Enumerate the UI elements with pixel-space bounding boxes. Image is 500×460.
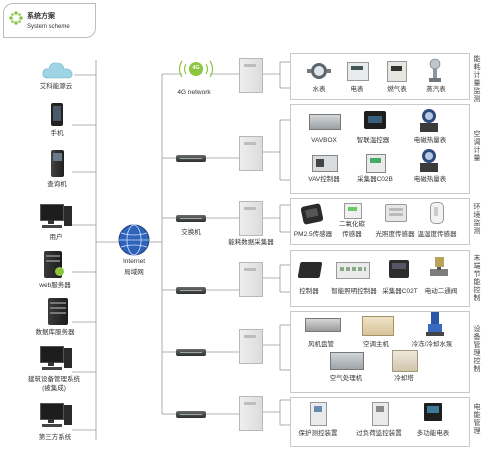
node-bms-sublabel: (被集成) <box>42 385 66 392</box>
switch-label: 交换机 <box>181 229 201 236</box>
thermostat-icon <box>364 111 386 129</box>
switch-device-4 <box>176 349 206 356</box>
device-heat-meter-1: 电磁热量表 <box>413 137 447 144</box>
device-collector-co2t: 采集器C02T <box>382 288 418 295</box>
device-vav-controller: VAV控制器 <box>308 176 340 183</box>
wireless-icon <box>178 60 214 78</box>
lighting-controller-icon <box>336 262 370 279</box>
section-title-energy: 能耗计量监测 <box>473 55 480 103</box>
cloud-icon <box>42 62 73 79</box>
device-co2-line2: 传感器 <box>342 231 362 238</box>
water-meter-icon <box>307 63 331 79</box>
overload-monitor-icon <box>372 402 389 426</box>
node-phone-label: 手机 <box>50 130 64 137</box>
fan-coil-icon <box>305 318 341 332</box>
node-cloud-label: 艾科能源云 <box>39 83 73 90</box>
header-box: 系统方案 System scheme <box>3 3 96 38</box>
node-web-label: web服务器 <box>39 282 71 289</box>
two-way-valve-icon <box>430 257 448 276</box>
device-collector-co2b: 采集器C02B <box>357 176 393 183</box>
heat-meter-icon-1 <box>420 109 438 132</box>
collector-cabinet-1 <box>239 58 263 93</box>
switch-device-3 <box>176 287 206 294</box>
third-party-computer-icon <box>40 403 72 429</box>
temp-humidity-sensor-icon <box>430 202 444 224</box>
controller-icon <box>297 262 323 278</box>
gas-meter-icon <box>387 61 407 82</box>
device-lighting-controller: 智能照明控制器 <box>331 288 377 295</box>
device-heat-meter-2: 电磁热量表 <box>413 176 447 183</box>
device-two-way-valve: 电动二通阀 <box>424 288 458 295</box>
section-title-equipment: 设备管理控制 <box>473 325 480 373</box>
water-pump-icon <box>426 312 444 336</box>
badge-4g: 4G <box>192 65 200 71</box>
device-water-pump: 冷冻/冷却水泵 <box>411 341 453 348</box>
bms-computer-icon <box>40 346 72 372</box>
node-db-label: 数据库服务器 <box>35 329 75 336</box>
collector-co2b-icon <box>366 154 386 173</box>
light-sensor-icon <box>385 204 407 222</box>
heat-meter-icon-2 <box>420 149 438 172</box>
device-water-meter: 水表 <box>312 86 326 93</box>
node-kiosk-label: 查询机 <box>47 181 67 188</box>
header-title: 系统方案 <box>27 13 55 20</box>
device-gas-meter: 燃气表 <box>387 86 407 93</box>
device-steam-meter: 蒸汽表 <box>426 86 446 93</box>
switch-device-2 <box>176 215 206 222</box>
collector-cabinet-3 <box>239 201 263 236</box>
device-chiller: 空调主机 <box>363 341 389 348</box>
switch-device-5 <box>176 411 206 418</box>
electric-meter-icon <box>347 62 369 81</box>
internet-label: Internet <box>122 258 146 265</box>
section-title-power: 电能管理 <box>473 403 480 435</box>
device-multifunction-meter: 多功能电表 <box>416 430 450 437</box>
phone-icon <box>51 103 63 126</box>
collector-co2t-icon <box>389 260 409 278</box>
cooling-tower-icon <box>392 350 418 372</box>
device-overload-monitor: 过负荷监控装置 <box>356 430 402 437</box>
device-fan-coil: 风机盘管 <box>308 341 334 348</box>
web-server-icon <box>44 251 64 278</box>
kiosk-icon <box>51 150 64 177</box>
collector-cabinet-5 <box>239 329 263 364</box>
section-title-ac: 空调计量 <box>473 130 480 162</box>
wireless-label: 4G network <box>177 89 211 96</box>
node-third-party-label: 第三方系统 <box>38 434 72 441</box>
header-subtitle: System scheme <box>27 24 70 30</box>
node-user-label: 用户 <box>49 234 63 241</box>
steam-meter-icon <box>429 58 441 82</box>
logo-icon <box>9 11 23 25</box>
node-bms-label: 建筑设备管理系统 <box>28 376 80 383</box>
air-handler-icon <box>330 352 364 370</box>
collector-cabinet-2 <box>239 136 263 171</box>
device-cooling-tower: 冷却塔 <box>394 375 414 382</box>
co2-sensor-icon <box>344 203 362 219</box>
device-light-sensor: 光照度传感器 <box>375 231 415 238</box>
device-temp-humidity: 温湿度传感器 <box>417 231 457 238</box>
multifunction-meter-icon <box>424 403 442 421</box>
collector-cabinet-4 <box>239 262 263 297</box>
chiller-icon <box>362 316 394 336</box>
device-co2-line1: 二氧化碳 <box>339 221 365 228</box>
device-electric-meter: 电表 <box>350 86 364 93</box>
switch-device-1 <box>176 155 206 162</box>
vav-controller-icon <box>312 155 338 172</box>
device-protection: 保护测控装置 <box>298 430 338 437</box>
device-air-handler: 空气处理机 <box>329 375 363 382</box>
protection-device-icon <box>310 402 327 426</box>
device-pm25: PM2.5传感器 <box>293 231 333 238</box>
database-server-icon <box>48 298 68 325</box>
section-title-environment: 环境监测 <box>473 203 480 235</box>
globe-icon <box>118 224 150 256</box>
computer-icon <box>40 204 72 230</box>
device-thermostat: 智联温控器 <box>356 137 390 144</box>
device-controller: 控制器 <box>299 288 319 295</box>
device-vavbox: VAVBOX <box>311 137 337 144</box>
collector-cabinet-6 <box>239 396 263 431</box>
vavbox-icon <box>309 114 341 130</box>
lan-label: 局域网 <box>124 269 144 276</box>
collector-label: 能耗数据采集器 <box>228 239 274 246</box>
section-title-terminal: 末端节能控制 <box>473 254 480 302</box>
